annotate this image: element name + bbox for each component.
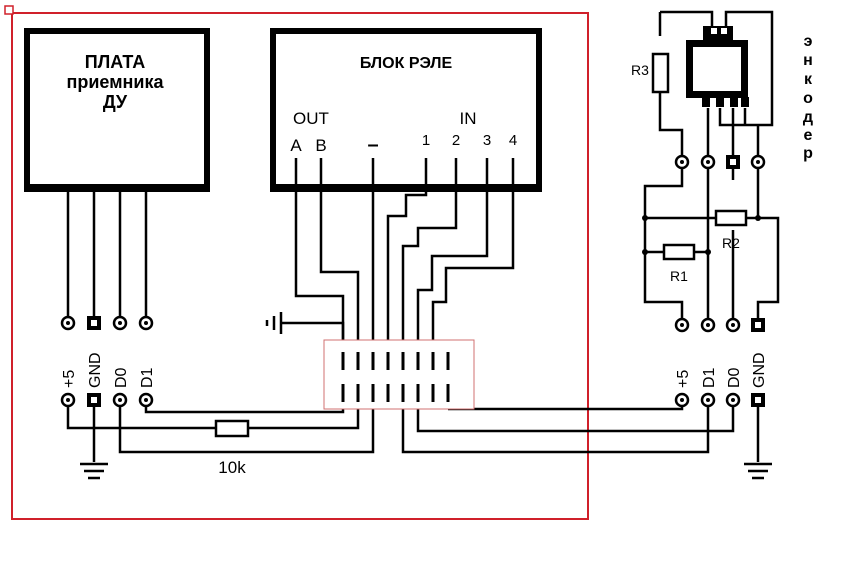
resistor-r3: R3 <box>631 52 670 94</box>
right-connector-labels: +5 D1 D0 GND <box>675 352 768 388</box>
resistor-10k: 10k <box>214 419 250 477</box>
relay-pin-minus: – <box>367 134 378 156</box>
encoder-letter: е <box>804 127 813 144</box>
encoder-board-bottom-pads <box>674 317 765 333</box>
left-pin-label-5v: +5 <box>61 370 78 388</box>
right-connector-pads <box>674 392 765 408</box>
encoder-letter: р <box>803 145 813 162</box>
relay-pin-b: B <box>315 136 326 155</box>
resistor-10k-label: 10k <box>218 458 246 477</box>
left-connector-pads <box>60 392 154 408</box>
encoder-board-top-pads <box>674 154 766 170</box>
right-pin-label-5v: +5 <box>675 370 692 388</box>
wires <box>66 10 780 462</box>
left-pin-label-gnd: GND <box>87 352 104 388</box>
encoder-letter: о <box>803 90 813 107</box>
relay-connector <box>323 339 475 410</box>
right-pin-label-d1: D1 <box>701 367 718 388</box>
ground-symbol-relay <box>265 312 283 334</box>
remote-board-title-3: ДУ <box>103 92 128 112</box>
ground-symbol-right <box>744 462 772 480</box>
encoder-chip <box>686 26 749 107</box>
remote-board-title-1: ПЛАТА <box>85 52 146 72</box>
relay-in-label: IN <box>460 109 477 128</box>
remote-receiver-board: ПЛАТА приемника ДУ <box>24 28 210 192</box>
relay-pin-2: 2 <box>452 132 460 149</box>
relay-pin-3: 3 <box>483 132 491 149</box>
resistor-r2-label: R2 <box>722 235 740 251</box>
relay-block-title: БЛОК РЭЛЕ <box>360 55 453 72</box>
encoder-letter: н <box>803 52 813 69</box>
resistor-r1-label: R1 <box>670 268 688 284</box>
encoder-letter: д <box>803 109 813 126</box>
resistor-r1: R1 <box>662 243 696 284</box>
resistor-r2: R2 <box>714 209 748 251</box>
encoder-letter: э <box>804 33 813 50</box>
junction-dots <box>642 215 761 255</box>
left-pin-label-d1: D1 <box>139 367 156 388</box>
red-frame <box>11 12 589 520</box>
encoder-letter: к <box>804 71 813 88</box>
ground-symbol-left <box>80 462 108 480</box>
left-pin-label-d0: D0 <box>113 367 130 388</box>
right-pin-label-gnd: GND <box>751 352 768 388</box>
resistor-r3-label: R3 <box>631 62 649 78</box>
relay-out-label: OUT <box>293 109 329 128</box>
remote-board-title-2: приемника <box>67 72 165 92</box>
relay-pin-1: 1 <box>422 132 430 149</box>
right-pin-label-d0: D0 <box>726 367 743 388</box>
relay-pin-a: A <box>290 136 302 155</box>
relay-pin-4: 4 <box>509 132 517 149</box>
remote-board-pads <box>60 315 154 331</box>
relay-block: БЛОК РЭЛЕ OUT IN A B – 1 2 3 4 <box>270 28 542 192</box>
frame-corner-marker <box>4 5 14 15</box>
left-connector-labels: +5 GND D0 D1 <box>61 352 156 388</box>
encoder-label: э н к о д е р <box>803 33 813 162</box>
